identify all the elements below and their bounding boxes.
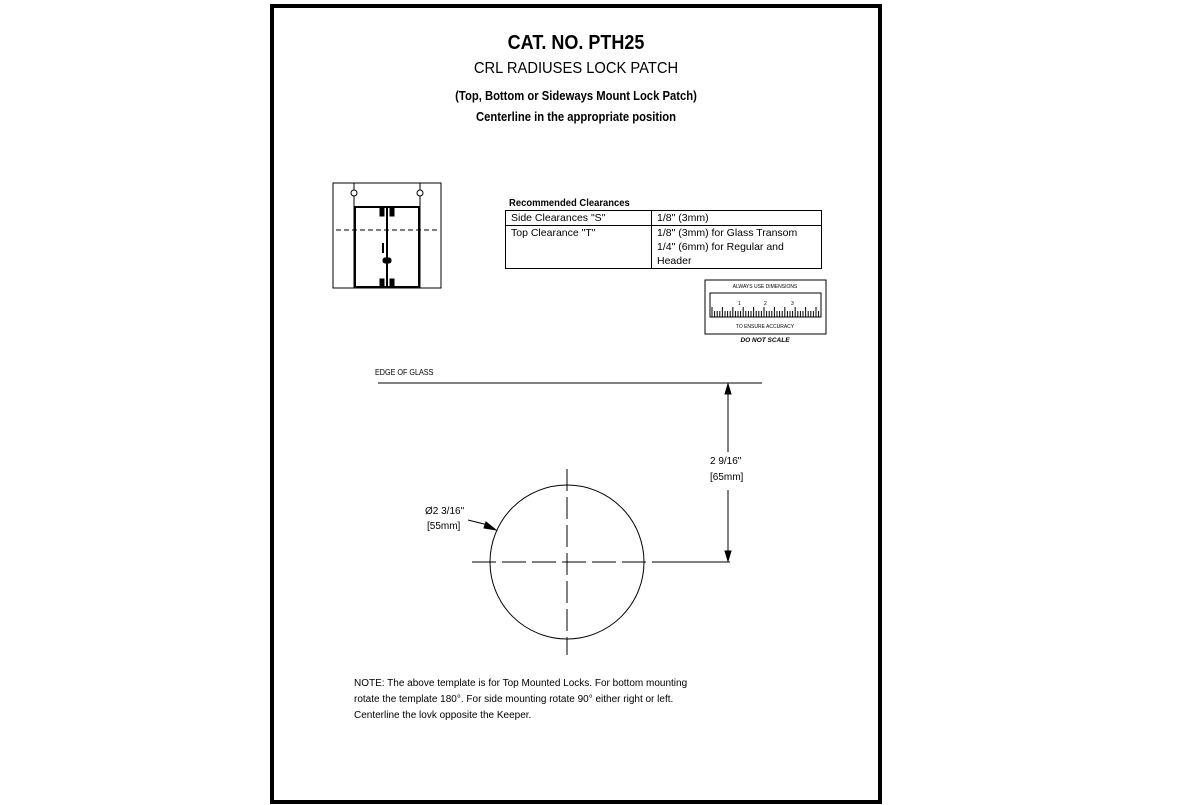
note-line: NOTE: The above template is for Top Moun…: [354, 678, 688, 689]
clearances-heading: Recommended Clearances: [509, 197, 630, 209]
clearance-label: Side Clearances "S": [505, 210, 652, 226]
clearance-value-line: 1/8" (3mm) for Glass Transom: [657, 227, 798, 239]
note-line: rotate the template 180°. For side mount…: [354, 694, 674, 705]
diameter-mm: [55mm]: [427, 521, 461, 532]
product-name: CRL RADIUSES LOCK PATCH: [473, 60, 679, 77]
ruler-bottom-text: TO ENSURE ACCURACY: [736, 324, 795, 330]
ruler-graphic: ALWAYS USE DIMENSIONS 1 2 3 TO ENSURE AC…: [704, 279, 827, 344]
cutout-drawing: [378, 382, 762, 655]
edge-of-glass-label: EDGE OF GLASS: [375, 368, 434, 377]
ruler-tick-label: 1: [738, 301, 741, 307]
mount-description: (Top, Bottom or Sideways Mount Lock Patc…: [455, 89, 697, 103]
clearance-label: Top Clearance "T": [505, 225, 652, 269]
ruler-tick-label: 3: [791, 301, 794, 307]
note: NOTE: The above template is for Top Moun…: [354, 676, 687, 724]
diameter-inches: Ø2 3/16": [425, 506, 465, 517]
clearance-value: 1/8" (3mm): [651, 210, 822, 226]
distance-mm: [65mm]: [710, 472, 744, 483]
table-row: Top Clearance "T"1/8" (3mm) for Glass Tr…: [505, 225, 822, 269]
template-page: [270, 4, 882, 804]
distance-inches: 2 9/16": [710, 456, 742, 467]
clearance-value: 1/8" (3mm) for Glass Transom 1/4" (6mm) f…: [651, 225, 822, 269]
clearance-value-line: 1/4" (6mm) for Regular and Header: [657, 241, 784, 267]
do-not-scale: DO NOT SCALE: [740, 337, 790, 344]
note-line: Centerline the lovk opposite the Keeper.: [354, 710, 532, 721]
clearances-table: Side Clearances "S"1/8" (3mm) Top Cleara…: [505, 210, 822, 269]
door-thumbnail: [332, 182, 442, 289]
table-row: Side Clearances "S"1/8" (3mm): [505, 210, 822, 226]
ruler-tick-label: 2: [764, 301, 767, 307]
catalog-number: CAT. NO. PTH25: [507, 32, 645, 54]
centerline-instruction: Centerline in the appropriate position: [475, 110, 677, 124]
ruler-top-text: ALWAYS USE DIMENSIONS: [733, 284, 798, 290]
